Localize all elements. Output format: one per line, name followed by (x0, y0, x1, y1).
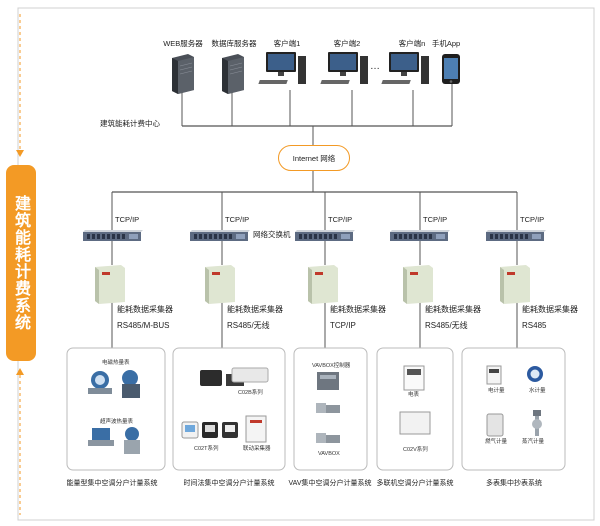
center-label: 建筑能耗计费中心 (100, 119, 160, 128)
data-collector-cabinet-icon (403, 265, 433, 304)
system-caption: 能量型集中空调分户计量系统 (66, 480, 158, 487)
group-box-4 (376, 347, 454, 471)
data-collector-cabinet-icon (205, 265, 235, 304)
water-meter-icon (527, 366, 543, 382)
server-icon (172, 54, 194, 94)
collector-protocol: RS485/无线 (227, 321, 270, 330)
group-box-5 (461, 347, 566, 471)
gas-meter-icon (486, 413, 504, 437)
device-sublabel: 水计量 (529, 388, 546, 394)
device-sublabel: C02B系列 (238, 390, 263, 396)
device-sublabel: 联动采集器 (243, 446, 271, 452)
ultrasonic-heat-meter-icon (88, 427, 140, 454)
protocol-top-label: TCP/IP (520, 215, 545, 224)
network-switch-icon (390, 230, 450, 241)
device-sublabel: 燃气计量 (485, 439, 508, 445)
electromagnetic-heat-meter-icon (88, 370, 140, 398)
group-box-2 (172, 347, 286, 471)
collector-protocol: RS485/M-BUS (117, 321, 170, 330)
server-icon (222, 54, 244, 94)
network-switch-icon (83, 230, 143, 241)
collector-label: 能耗数据采集器 (330, 305, 386, 314)
system-title: 建筑能耗计费系统 (12, 195, 31, 331)
protocol-top-label: TCP/IP (423, 215, 448, 224)
vavbox-icon (316, 433, 340, 443)
protocol-top-label: TCP/IP (225, 215, 250, 224)
device-label: 客户端1 (273, 39, 301, 48)
system-title-banner: 建筑能耗计费系统 (6, 165, 36, 361)
device-label: 数据库服务器 (211, 39, 257, 48)
device-sublabel: VAVBOX (318, 451, 340, 457)
collector-label: 能耗数据采集器 (227, 305, 283, 314)
device-sublabel: 超声波热量表 (100, 419, 134, 425)
device-sublabel: 蒸汽计量 (522, 439, 545, 445)
arrow-head-down (16, 150, 24, 157)
device-label: 客户端2 (333, 39, 361, 48)
data-collector-cabinet-icon (308, 265, 338, 304)
device-label: 手机App (431, 39, 461, 48)
data-collector-cabinet-icon (95, 265, 125, 304)
desktop-pc-icon (258, 52, 306, 84)
electric-meter-icon (403, 365, 425, 391)
collector-protocol: RS485/无线 (425, 321, 468, 330)
device-sublabel: 电计量 (488, 388, 505, 394)
vavbox-controller-icon (317, 372, 339, 390)
vavbox-icon (316, 403, 340, 413)
arrow-head-up (16, 368, 24, 375)
system-caption: 多联机空调分户计量系统 (376, 480, 454, 487)
branch-drops (111, 192, 518, 348)
linkage-collector-icon (245, 415, 267, 443)
collector-label: 能耗数据采集器 (117, 305, 173, 314)
collector-label: 能耗数据采集器 (425, 305, 481, 314)
steam-meter-icon (532, 410, 542, 436)
switch-label: 网络交换机 (253, 230, 291, 239)
device-sublabel: VAVBOX控制器 (312, 363, 351, 369)
collector-label: 能耗数据采集器 (522, 305, 578, 314)
device-label: 客户端n (398, 39, 426, 48)
system-caption: 时间法集中空调分户计量系统 (183, 480, 275, 487)
smartphone-icon (442, 54, 460, 84)
ellipsis: … (370, 61, 380, 72)
desktop-pc-icon (381, 52, 429, 84)
internet-cloud: Internet 网络 (278, 145, 350, 171)
device-sublabel: 电磁热量表 (102, 360, 130, 366)
internet-label: Internet 网络 (292, 153, 336, 163)
device-sublabel: 电表 (408, 392, 420, 398)
network-switch-icon (190, 230, 250, 241)
protocol-top-label: TCP/IP (328, 215, 353, 224)
c02b-module-icon (231, 367, 269, 383)
top-drops (181, 84, 453, 192)
system-caption: VAV集中空调分户计量系统 (288, 480, 372, 487)
c02t-thermostat-icon (181, 421, 238, 439)
desktop-pc-icon (320, 52, 368, 84)
network-switch-icon (486, 230, 546, 241)
data-collector-cabinet-icon (500, 265, 530, 304)
c02v-module-icon (399, 411, 431, 435)
electricity-meter-icon (486, 365, 502, 385)
group-box-1 (66, 347, 166, 471)
device-label: WEB服务器 (163, 39, 203, 48)
device-sublabel: C02T系列 (194, 446, 219, 452)
collector-protocol: TCP/IP (330, 321, 356, 330)
network-switch-icon (295, 230, 355, 241)
collector-protocol: RS485 (522, 321, 547, 330)
device-sublabel: C02V系列 (403, 447, 428, 453)
group-box-3 (293, 347, 368, 471)
system-caption: 多表集中抄表系统 (486, 480, 542, 487)
protocol-top-label: TCP/IP (115, 215, 140, 224)
